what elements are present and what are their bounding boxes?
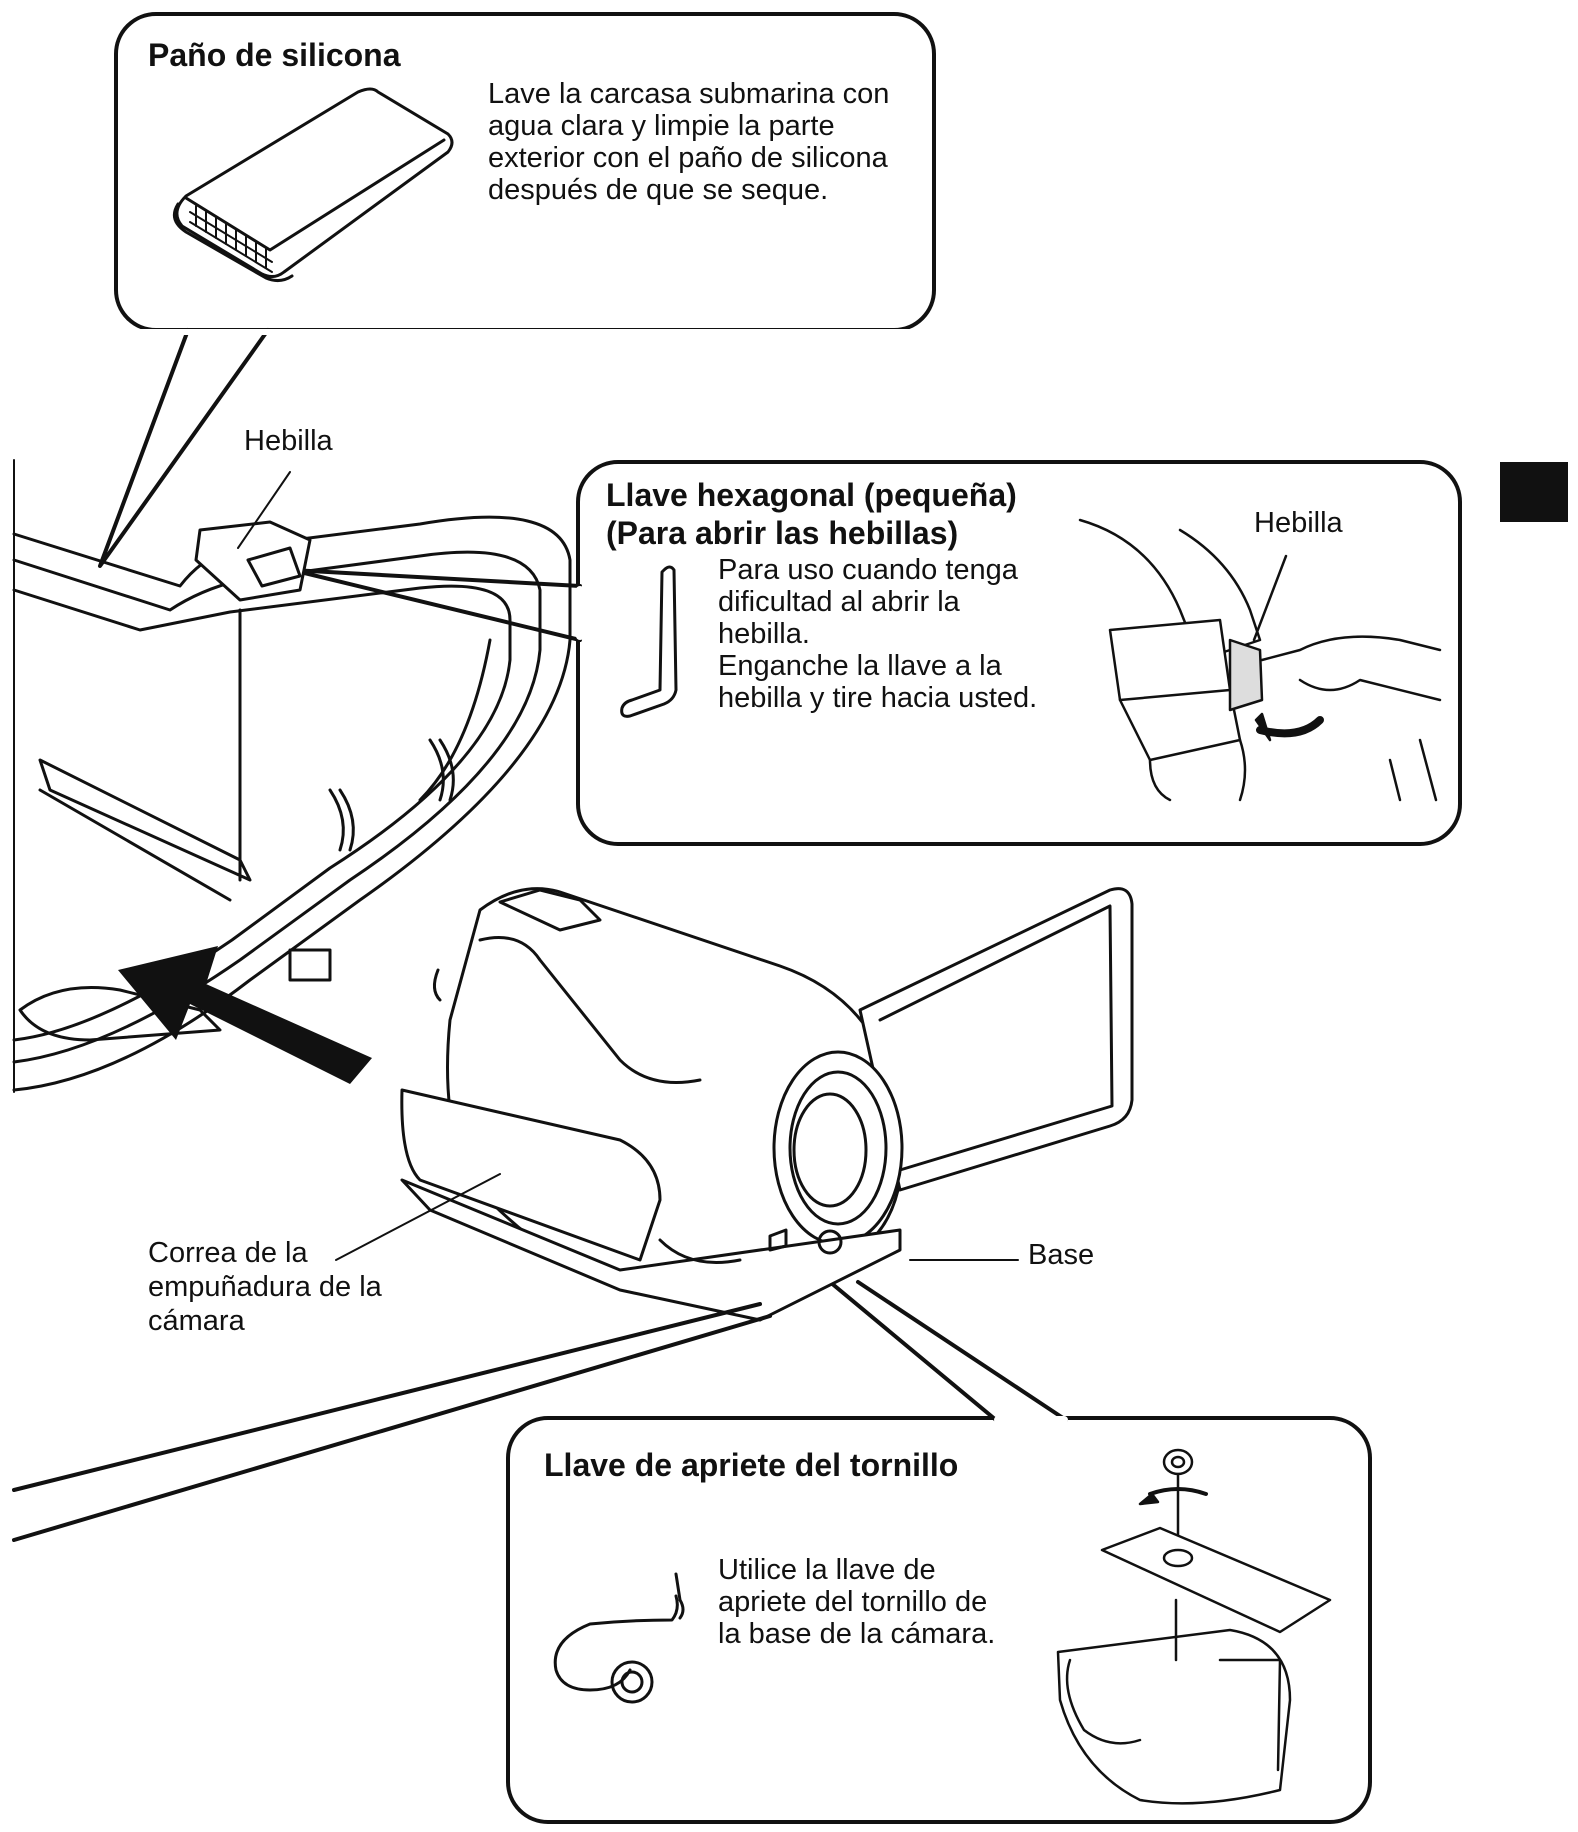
hex-wrench-drawing [620, 565, 678, 718]
hex-wrench-title-line2: (Para abrir las hebillas) [606, 515, 959, 551]
leader-lines [12, 471, 1019, 1542]
silicone-cloth-drawing [172, 87, 454, 283]
insert-arrow [118, 946, 372, 1084]
screw-wrench-title: Llave de apriete del tornillo [544, 1447, 959, 1483]
section-tab-marker [1500, 462, 1568, 522]
housing-drawing [12, 459, 572, 1093]
callout-silicone-cloth [98, 12, 936, 568]
base-label: Base [1028, 1239, 1095, 1271]
buckle-label: Hebilla [244, 425, 333, 457]
screw-wrench-body: Utilice la llave de apriete del tornillo… [718, 1554, 996, 1650]
grip-strap-label: Correa de la empuñadura de la cámara [148, 1237, 382, 1337]
hex-wrench-title-line1: Llave hexagonal (pequeña) [606, 477, 1017, 513]
silicone-cloth-body: Lave la carcasa submarina con agua clara… [488, 78, 890, 206]
screw-key-drawing [553, 1572, 685, 1704]
hex-wrench-body: Para uso cuando tenga dificultad al abri… [718, 554, 1038, 714]
base-exploded-drawing [1056, 1448, 1332, 1805]
callout-screw-wrench [506, 1280, 1372, 1824]
hex-inset-buckle-label: Hebilla [1254, 507, 1343, 539]
buckle-inset-drawing [1078, 518, 1442, 802]
camcorder-drawing [400, 887, 1134, 1322]
silicone-cloth-title: Paño de silicona [148, 37, 401, 73]
